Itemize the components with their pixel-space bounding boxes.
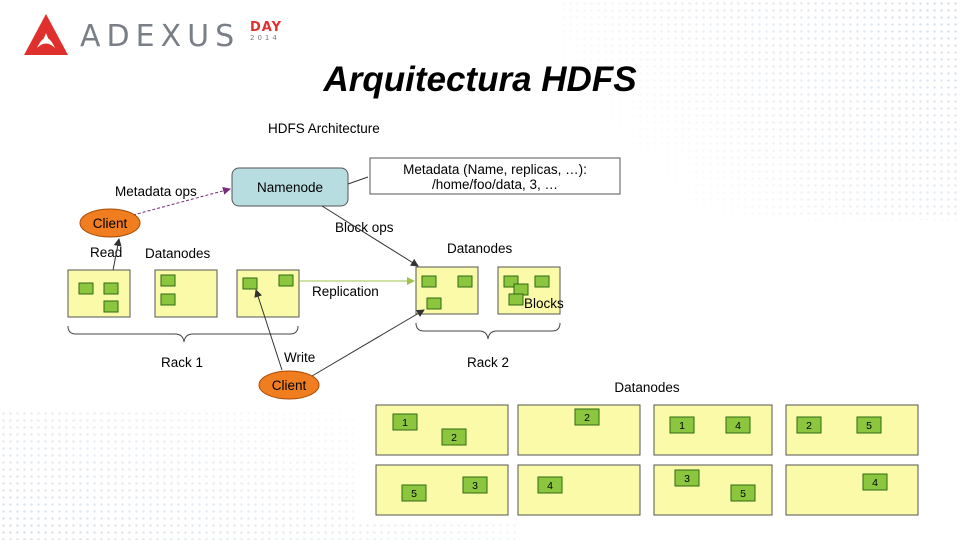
rack1-brace xyxy=(67,325,299,343)
client-top: Client xyxy=(79,208,141,238)
block-number: 4 xyxy=(735,420,741,432)
client-bottom: Client xyxy=(258,370,320,400)
block xyxy=(426,297,442,310)
block-number: 2 xyxy=(451,432,457,444)
block xyxy=(503,275,519,288)
block xyxy=(242,277,258,290)
replica-grid-caption: Datanodes xyxy=(614,380,680,395)
logo-day-badge: DAY 2014 xyxy=(250,21,282,42)
replication-label: Replication xyxy=(312,284,379,299)
logo-year: 2014 xyxy=(250,34,280,42)
logo-day-word: DAY xyxy=(250,20,283,35)
block xyxy=(78,282,94,295)
block xyxy=(441,428,467,446)
replica-node-r2c4: 4 xyxy=(785,464,919,516)
metadata-ops-label: Metadata ops xyxy=(115,184,197,199)
datanodes-left-label: Datanodes xyxy=(145,246,211,261)
rack2-datanode-1 xyxy=(415,266,479,315)
metadata-line-2: /home/foo/data, 3, … xyxy=(432,177,558,192)
block xyxy=(534,275,550,288)
block xyxy=(862,473,888,491)
block xyxy=(574,408,600,426)
decorative-dot-pattern-top-right xyxy=(560,0,960,220)
block-number: 2 xyxy=(584,412,590,424)
replica-node-r2c3: 3 5 xyxy=(653,464,773,516)
block-number: 3 xyxy=(472,480,478,492)
read-label: Read xyxy=(90,245,122,260)
client-bottom-label: Client xyxy=(272,378,307,393)
block xyxy=(725,416,751,434)
block xyxy=(103,300,119,313)
replica-node-r2c1: 5 3 xyxy=(375,464,509,516)
block xyxy=(674,469,700,487)
rack2-datanode-2 xyxy=(497,266,561,315)
replica-node-r1c3: 1 4 xyxy=(653,404,773,456)
block-number: 5 xyxy=(411,488,417,500)
write-arrow-rack1 xyxy=(254,289,283,371)
block-number: 4 xyxy=(872,477,878,489)
rack1-label: Rack 1 xyxy=(161,355,203,370)
replica-node-r1c4: 2 5 xyxy=(785,404,919,456)
block xyxy=(103,282,119,295)
rack2-brace xyxy=(415,322,561,340)
adexus-logo: ADEXUS DAY 2014 xyxy=(22,10,281,60)
block xyxy=(160,274,176,287)
rack2-label: Rack 2 xyxy=(467,355,509,370)
rack1-datanode-3 xyxy=(236,269,300,318)
block xyxy=(401,484,427,502)
slide-title: Arquitectura HDFS xyxy=(323,60,637,99)
block xyxy=(457,275,473,288)
block xyxy=(513,283,529,296)
metadata-line-1: Metadata (Name, replicas, …): xyxy=(403,162,587,177)
block xyxy=(462,476,488,494)
rack1-datanode-2 xyxy=(154,269,218,318)
replica-node-r1c2: 2 xyxy=(517,404,641,456)
block xyxy=(796,416,822,434)
blocks-label: Blocks xyxy=(524,296,564,311)
block xyxy=(392,413,418,431)
block xyxy=(537,476,563,494)
block xyxy=(730,484,756,502)
block-number: 4 xyxy=(547,480,553,492)
block xyxy=(669,416,695,434)
block xyxy=(508,293,524,306)
block-ops-arrow xyxy=(321,205,419,267)
block-number: 5 xyxy=(740,488,746,500)
namenode-to-metadata-connector xyxy=(347,176,369,185)
replica-node-r1c1: 1 2 xyxy=(375,404,509,456)
block xyxy=(421,275,437,288)
write-arrow-rack2 xyxy=(311,309,425,377)
logo-brand-text: ADEXUS xyxy=(80,19,241,54)
namenode-label: Namenode xyxy=(257,180,323,195)
namenode: Namenode xyxy=(231,167,349,207)
block-number: 1 xyxy=(679,420,685,432)
client-top-label: Client xyxy=(93,216,128,231)
block-number: 5 xyxy=(866,420,872,432)
rack1-datanode-1 xyxy=(67,269,131,318)
replica-node-r2c2: 4 xyxy=(517,464,641,516)
block-number: 3 xyxy=(684,473,690,485)
block-number: 1 xyxy=(402,417,408,429)
block xyxy=(856,416,882,434)
block xyxy=(278,274,294,287)
block xyxy=(160,293,176,306)
block-number: 2 xyxy=(806,420,812,432)
write-label: Write xyxy=(284,350,315,365)
adexus-logo-mark-icon xyxy=(24,14,68,55)
metadata-box: Metadata (Name, replicas, …): /home/foo/… xyxy=(369,157,621,195)
metadata-ops-arrow xyxy=(132,186,231,216)
architecture-caption: HDFS Architecture xyxy=(268,121,380,136)
datanodes-right-label: Datanodes xyxy=(447,241,513,256)
